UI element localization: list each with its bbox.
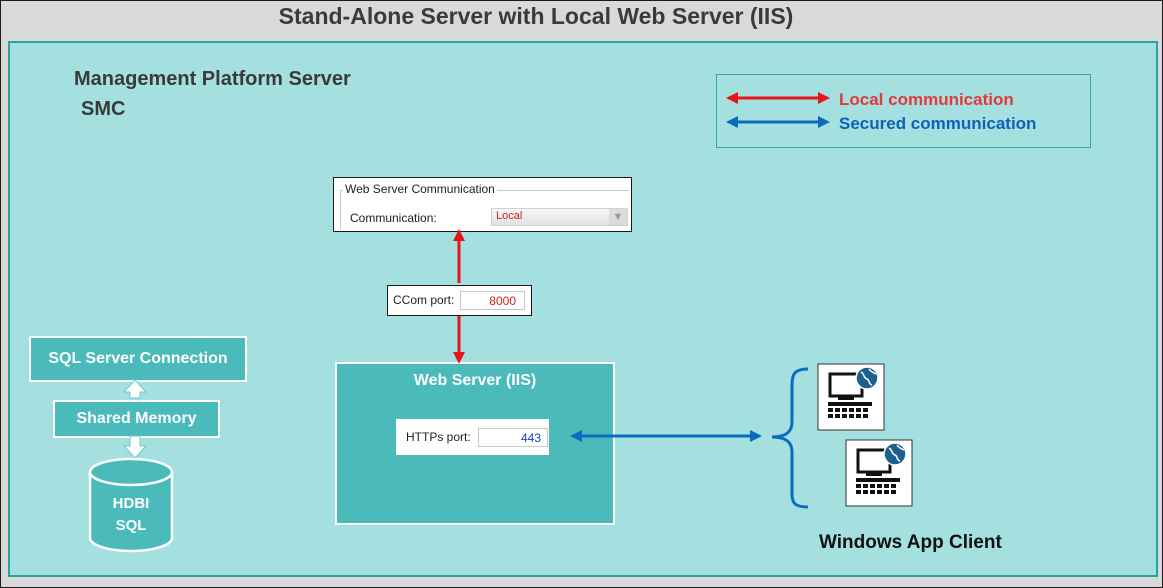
client-brace-icon [771,367,809,509]
database-label-line1: HDBI [112,495,150,512]
web-server-communication-panel: Web Server Communication Communication: … [333,177,632,232]
https-port-label: HTTPs port: [406,430,471,444]
legend-secured-label: Secured communication [839,114,1037,133]
database-label: HDBI SQL [90,493,172,537]
ccom-port-label: CCom port: [393,293,455,307]
db-link-arrow [122,435,148,459]
https-port-input[interactable]: 443 [478,428,548,447]
legend-local-label: Local communication [839,90,1014,109]
sql-server-connection-box: SQL Server Connection [29,336,247,382]
https-port-panel: HTTPs port: 443 [396,419,549,455]
communication-label: Communication: [350,211,437,225]
computer-globe-icon [845,439,913,507]
sql-link-arrow [122,379,148,399]
communication-select[interactable]: Local ▼ [491,208,628,226]
database-label-line2: SQL [115,517,147,534]
communication-group-label: Web Server Communication [343,182,497,196]
diagram-title: Stand-Alone Server with Local Web Server… [278,3,794,29]
platform-subtitle: SMC [81,98,126,120]
chevron-down-icon[interactable]: ▼ [609,209,627,225]
https-port-value: 443 [520,431,541,445]
web-server-box: Web Server (IIS) HTTPs port: 443 [335,362,615,525]
ccom-port-panel: CCom port: 8000 [387,285,532,316]
database-cylinder-icon [88,457,174,553]
communication-group: Web Server Communication Communication: … [340,182,629,229]
shared-memory-box: Shared Memory [53,400,220,438]
communication-selected-value: Local [496,210,523,222]
web-server-title: Web Server (IIS) [413,372,537,389]
ccom-port-input[interactable]: 8000 [460,291,525,310]
ccom-port-value: 8000 [489,294,516,308]
legend: Local communication Secured communicatio… [716,74,1091,148]
platform-title: Management Platform Server [74,68,351,90]
computer-globe-icon [817,363,885,431]
windows-app-client-label: Windows App Client [819,532,1002,553]
